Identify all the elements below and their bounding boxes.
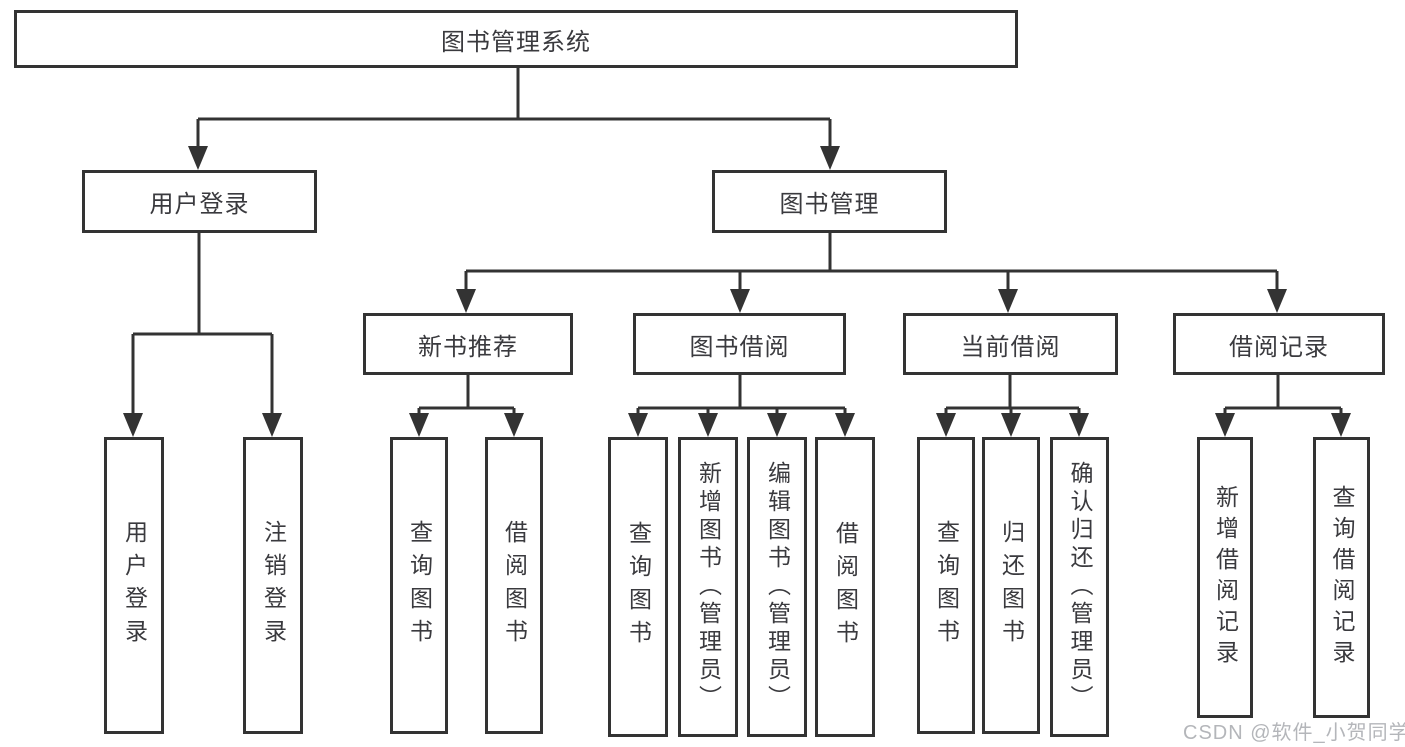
arrowheads (123, 146, 1351, 437)
node-root: 图书管理系统 (14, 10, 1018, 68)
node-user-login: 用户登录 (82, 170, 317, 233)
leaf-return-books: 归还图书 (982, 437, 1040, 734)
leaf-add-borrow-record: 新增借阅记录 (1197, 437, 1253, 718)
node-borrowing-records-label: 借阅记录 (1229, 333, 1329, 361)
leaf-query-books-current: 查询图书 (917, 437, 975, 734)
leaf-borrow-books-borrowing-label: 借阅图书 (832, 521, 859, 653)
leaf-query-borrow-record: 查询借阅记录 (1313, 437, 1370, 718)
watermark: CSDN @软件_小贺同学 (1183, 722, 1405, 744)
leaf-add-borrow-record-label: 新增借阅记录 (1212, 484, 1239, 671)
leaf-add-books-admin-label: 新增图书（管理员） (695, 461, 722, 713)
leaf-user-login-label: 用户登录 (121, 519, 148, 652)
leaf-edit-books-admin: 编辑图书（管理员） (747, 437, 807, 737)
node-new-book-recommend: 新书推荐 (363, 313, 573, 375)
leaf-query-books-recommend-label: 查询图书 (406, 519, 433, 652)
leaf-add-books-admin: 新增图书（管理员） (678, 437, 738, 737)
leaf-logout-label: 注销登录 (260, 519, 287, 652)
leaf-query-books-borrowing: 查询图书 (608, 437, 668, 737)
leaf-borrow-books-recommend-label: 借阅图书 (501, 519, 528, 652)
leaf-query-books-borrowing-label: 查询图书 (625, 521, 652, 653)
node-root-label: 图书管理系统 (441, 28, 591, 56)
node-book-borrowing-label: 图书借阅 (689, 333, 790, 361)
leaf-confirm-return-admin: 确认归还（管理员） (1050, 437, 1109, 737)
leaf-user-login: 用户登录 (104, 437, 164, 734)
node-new-book-recommend-label: 新书推荐 (418, 333, 518, 361)
leaf-query-books-current-label: 查询图书 (933, 519, 960, 652)
node-book-borrowing: 图书借阅 (633, 313, 846, 375)
leaf-borrow-books-recommend: 借阅图书 (485, 437, 543, 734)
leaf-confirm-return-admin-label: 确认归还（管理员） (1067, 461, 1093, 713)
node-current-borrowing-label: 当前借阅 (960, 333, 1061, 361)
leaf-borrow-books-borrowing: 借阅图书 (815, 437, 875, 737)
leaf-logout: 注销登录 (243, 437, 303, 734)
node-current-borrowing: 当前借阅 (903, 313, 1118, 375)
node-book-management: 图书管理 (712, 170, 947, 233)
leaf-return-books-label: 归还图书 (998, 519, 1025, 652)
node-book-management-label: 图书管理 (779, 191, 880, 218)
node-borrowing-records: 借阅记录 (1173, 313, 1385, 375)
leaf-query-borrow-record-label: 查询借阅记录 (1329, 484, 1355, 671)
node-user-login-label: 用户登录 (149, 191, 250, 218)
leaf-query-books-recommend: 查询图书 (390, 437, 448, 734)
leaf-edit-books-admin-label: 编辑图书（管理员） (764, 461, 791, 713)
